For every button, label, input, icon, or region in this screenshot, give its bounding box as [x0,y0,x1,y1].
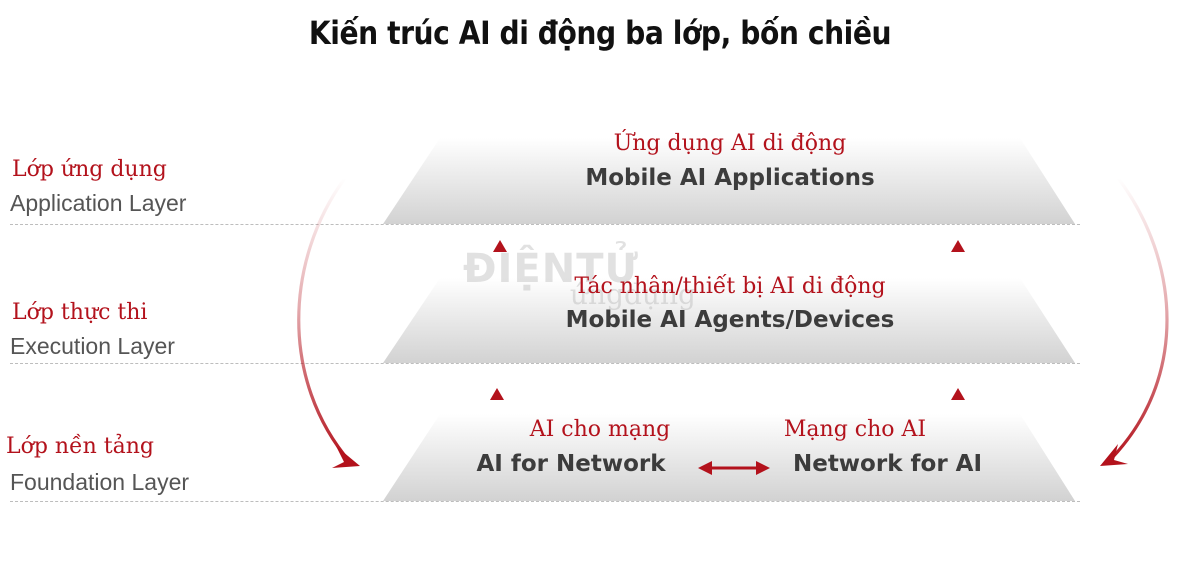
layer-label-application-en: Application Layer [10,190,187,216]
slab-application [383,138,1075,224]
layer-label-execution-en: Execution Layer [10,333,175,359]
layer-label-execution-vi: Lớp thực thi [12,300,148,325]
divider-execution [10,363,1080,364]
slab-execution [383,278,1075,363]
layer-label-foundation-vi: Lớp nền tảng [6,434,155,459]
execution-slab-vi: Tác nhân/thiết bị AI di động [574,274,886,299]
foundation-left-en: AI for Network [476,451,666,477]
foundation-right-en: Network for AI [792,451,983,477]
foundation-right-vi: Mạng cho AI [783,417,927,442]
layer-label-foundation-en: Foundation Layer [10,469,190,495]
page-title: Kiến trúc AI di động ba lớp, bốn chiều [308,14,892,52]
left-cycle-arrowhead [332,446,360,468]
divider-foundation [10,501,1080,502]
divider-application [10,224,1080,225]
application-slab-en: Mobile AI Applications [585,165,875,191]
right-cycle-arrow [1106,177,1169,464]
execution-slab-en: Mobile AI Agents/Devices [565,307,895,333]
application-slab-vi: Ứng dụng AI di động [613,131,847,156]
watermark-line2: ứngdụng [570,278,696,311]
layer-label-application-vi: Lớp ứng dụng [12,157,167,182]
left-cycle-arrow [297,177,352,464]
slab-foundation [383,414,1075,501]
right-cycle-arrowhead [1100,444,1128,466]
foundation-left-vi: AI cho mạng [529,417,671,442]
watermark-line1: ĐIỆNTỬ [463,246,639,292]
